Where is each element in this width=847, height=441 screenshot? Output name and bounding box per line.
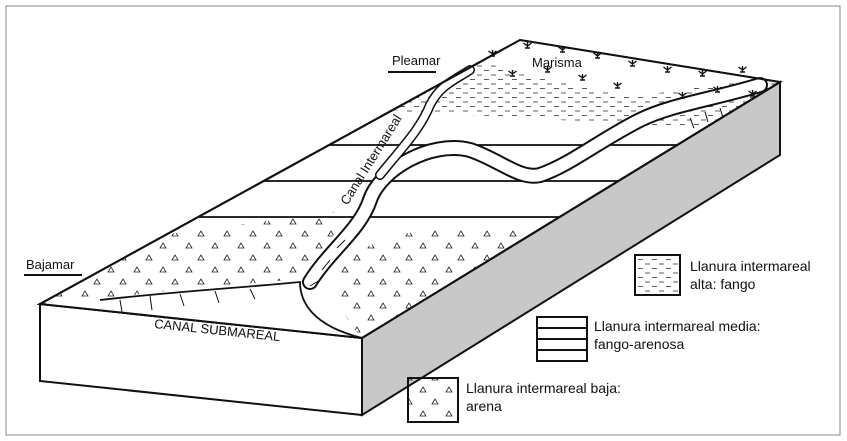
legend-item-baja: Llanura intermareal baja: arena	[466, 380, 621, 415]
legend-swatch-baja	[408, 378, 458, 422]
marisma-label: Marisma	[532, 56, 582, 71]
legend-item-alta: Llanura intermareal alta: fango	[690, 258, 811, 293]
legend-baja-line1: Llanura intermareal baja:	[466, 380, 621, 398]
legend-baja-line2: arena	[466, 398, 621, 416]
legend-alta-line1: Llanura intermareal	[690, 258, 811, 276]
legend-item-media: Llanura intermareal media: fango-arenosa	[594, 318, 761, 353]
bajamar-label: Bajamar	[26, 258, 74, 273]
legend-media-line1: Llanura intermareal media:	[594, 318, 761, 336]
pleamar-label: Pleamar	[392, 54, 440, 69]
legend-swatch-alta	[635, 255, 680, 295]
legend-swatch-media	[537, 317, 587, 361]
legend-alta-line2: alta: fango	[690, 276, 811, 294]
legend-media-line2: fango-arenosa	[594, 336, 761, 354]
